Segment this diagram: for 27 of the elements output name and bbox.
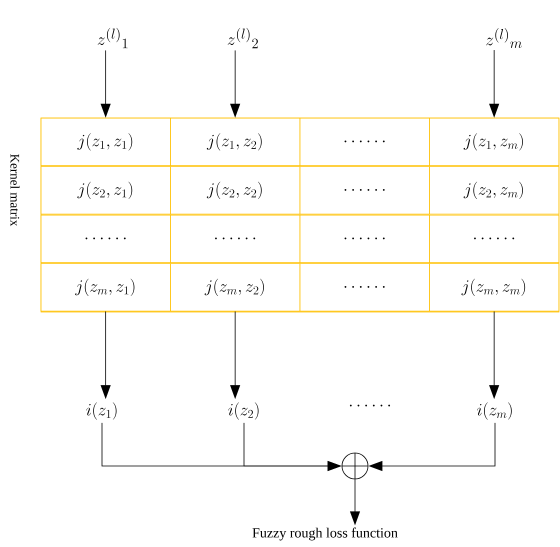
matrix-cell: $j(z_2,z_m)$ [429,166,560,214]
input-label: $z^{(l)}{}_2$ [228,28,258,48]
matrix-cell: $\cdots\cdots$ [429,214,560,263]
circle-symbol [342,452,368,480]
matrix-cell: $\cdots\cdots$ [170,214,300,263]
output-node-label: $i(z_m)$ [477,402,512,420]
matrix-cell: $\cdots\cdots$ [300,118,430,166]
matrix-cell: $j(z_2,z_1)$ [40,166,171,214]
matrix-cell: $\cdots\cdots$ [300,214,430,263]
kernel-matrix [40,118,560,312]
matrix-cell: $j(z_m,z_m)$ [429,263,560,312]
matrix-cell: $\cdots\cdots$ [300,166,430,214]
input-label: $z^{(l)}{}_1$ [98,28,128,48]
matrix-cell: $j(z_1,z_m)$ [429,118,560,166]
matrix-cell: $j(z_m,z_1)$ [40,263,171,312]
matrix-cell: $\cdots\cdots$ [300,263,430,312]
output-node-label: $i(z_2)$ [228,402,259,420]
matrix-heading: Kernel matrix [10,154,20,226]
matrix-cell: $j(z_2,z_2)$ [170,166,300,214]
matrix-cell: $\cdots\cdots$ [40,214,171,263]
output-node-label: $i(z_1)$ [86,402,117,420]
output-label: Fuzzy rough loss function [252,528,398,540]
matrix-cell: $j(z_1,z_2)$ [170,118,300,166]
matrix-cell: $j(z_1,z_1)$ [40,118,171,166]
input-label: $z^{(l)}{}_m$ [486,28,522,48]
matrix-cell: $j(z_m,z_2)$ [170,263,300,312]
ellipsis: $\cdots\cdots$ [350,404,390,406]
